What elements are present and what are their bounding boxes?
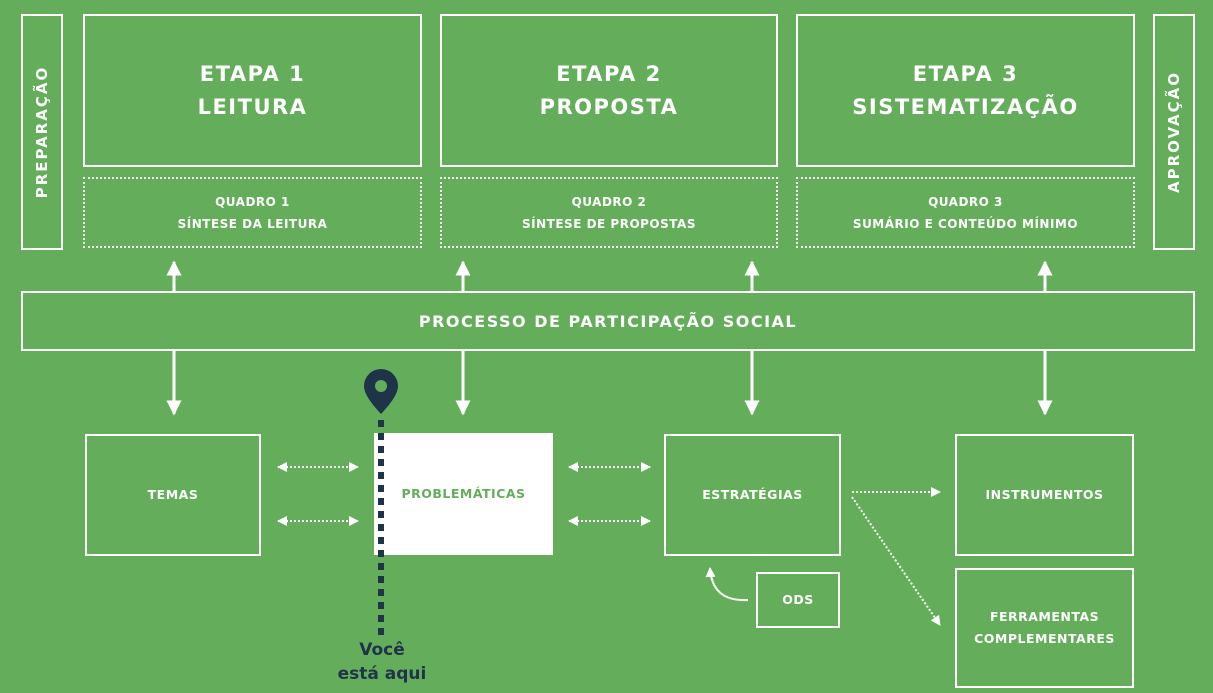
temas-label: TEMAS [147, 487, 199, 502]
etapa-2-name: PROPOSTA [539, 94, 679, 119]
quadro-3-number: QUADRO 3 [928, 194, 1003, 209]
ferramentas-label-2: COMPLEMENTARES [974, 631, 1115, 646]
voce-esta-aqui-label: Você está aqui [322, 638, 442, 686]
quadro-1-number: QUADRO 1 [215, 194, 290, 209]
processo-participacao-box: PROCESSO DE PARTICIPAÇÃO SOCIAL [21, 291, 1195, 351]
processo-participacao-label: PROCESSO DE PARTICIPAÇÃO SOCIAL [418, 311, 798, 331]
preparacao-box: PREPARAÇÃO [21, 14, 63, 250]
quadro-2-title: SÍNTESE DE PROPOSTAS [522, 216, 696, 231]
quadro-2-number: QUADRO 2 [571, 194, 647, 209]
aprovacao-box: APROVAÇÃO [1153, 14, 1195, 250]
etapa-1-number: ETAPA 1 [199, 61, 306, 86]
ods-label: ODS [782, 592, 814, 607]
etapa-2-box: ETAPA 2 PROPOSTA [440, 14, 778, 167]
etapa-2-number: ETAPA 2 [556, 61, 662, 86]
instrumentos-label: INSTRUMENTOS [985, 487, 1104, 502]
problematicas-label: PROBLEMÁTICAS [401, 486, 526, 501]
map-pin-dot [375, 380, 387, 392]
marker-line-2: está aqui [337, 664, 427, 684]
estrategias-label: ESTRATÉGIAS [702, 487, 803, 502]
quadro-2-box: QUADRO 2 SÍNTESE DE PROPOSTAS [440, 177, 778, 248]
instrumentos-box: INSTRUMENTOS [955, 434, 1134, 556]
quadro-3-title: SUMÁRIO E CONTEÚDO MÍNIMO [852, 216, 1079, 231]
etapa-1-name: LEITURA [197, 94, 308, 119]
ferramentas-box: FERRAMENTAS COMPLEMENTARES [955, 568, 1134, 688]
ferramentas-label-1: FERRAMENTAS [989, 609, 1100, 624]
etapa-3-name: SISTEMATIZAÇÃO [852, 94, 1079, 119]
temas-box: TEMAS [85, 434, 261, 556]
etapa-1-box: ETAPA 1 LEITURA [83, 14, 422, 167]
quadro-3-box: QUADRO 3 SUMÁRIO E CONTEÚDO MÍNIMO [796, 177, 1135, 248]
marker-line-1: Você [359, 640, 405, 660]
etapa-3-box: ETAPA 3 SISTEMATIZAÇÃO [796, 14, 1135, 167]
link-ods-estrategias [705, 567, 749, 602]
quadro-1-box: QUADRO 1 SÍNTESE DA LEITURA [83, 177, 422, 248]
etapa-3-number: ETAPA 3 [912, 61, 1019, 86]
estrategias-box: ESTRATÉGIAS [664, 434, 841, 556]
link-estrategias-ferramentas [851, 496, 941, 626]
ods-box: ODS [756, 572, 840, 628]
problematicas-box: PROBLEMÁTICAS [374, 433, 553, 555]
quadro-1-title: SÍNTESE DA LEITURA [177, 216, 328, 231]
